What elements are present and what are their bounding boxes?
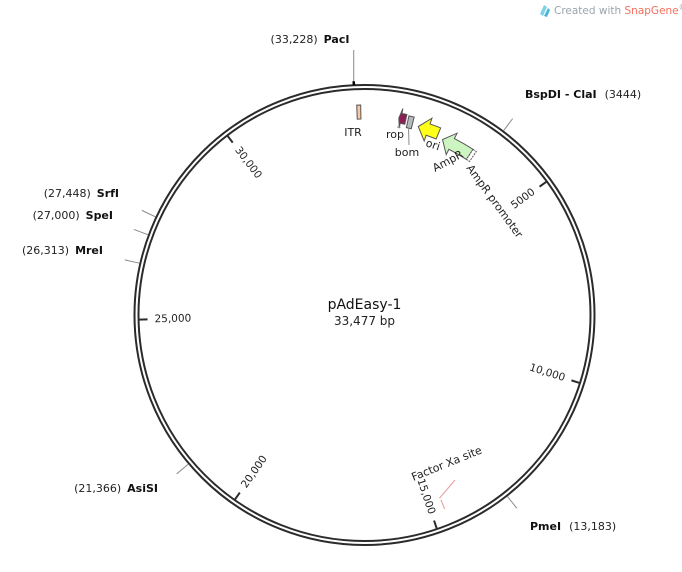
- site-leader-line: [124, 259, 140, 264]
- feature-leader-line: [438, 479, 456, 499]
- site-name: MreI: [75, 244, 103, 257]
- feature-label: rop: [386, 128, 404, 141]
- site-label: (27,000) SpeI: [33, 209, 113, 222]
- credit-brand: SnapGene: [625, 5, 679, 17]
- tick-mark: [538, 180, 548, 188]
- site-label: (26,313) MreI: [22, 244, 103, 257]
- site-leader-line: [133, 228, 149, 236]
- site-name: AsiSI: [127, 482, 158, 495]
- feature-shape: [465, 148, 477, 163]
- site-name: PmeI: [530, 520, 561, 533]
- svg-text:Created with SnapGene®: Created with SnapGene®: [554, 3, 682, 17]
- feature-shape: [405, 115, 415, 130]
- snapgene-credit: Created with SnapGene®: [540, 3, 682, 17]
- site-label: BspDI - ClaI (3444): [525, 88, 641, 101]
- site-paci[interactable]: (33,228) PacI: [271, 33, 356, 86]
- feature-shape: [441, 132, 474, 161]
- site-position: (27,448): [44, 187, 91, 200]
- site-position: (13,183): [569, 520, 616, 533]
- tick-label: 15,000: [414, 477, 437, 516]
- tick-label: 10,000: [528, 361, 567, 384]
- feature-label: Factor Xa site: [410, 444, 484, 484]
- feature-itr[interactable]: ITR: [344, 104, 362, 139]
- restriction-sites: (33,228) PacI BspDI - ClaI (3444) PmeI (13,18…: [22, 33, 641, 533]
- site-mrei[interactable]: (26,313) MreI: [22, 244, 140, 264]
- site-bspdi-clai[interactable]: BspDI - ClaI (3444): [503, 88, 642, 131]
- tick-mark: [226, 134, 234, 144]
- feature-label: ori: [424, 136, 442, 153]
- site-leader-line: [176, 463, 189, 475]
- site-position: (33,228): [271, 33, 318, 46]
- site-label: (21,366) AsiSI: [74, 482, 158, 495]
- site-asisi[interactable]: (21,366) AsiSI: [74, 463, 189, 495]
- credit-registered: ®: [679, 3, 682, 12]
- site-spei[interactable]: (27,000) SpeI: [33, 209, 149, 236]
- feature-shape: [398, 108, 408, 129]
- site-name: PacI: [324, 33, 350, 46]
- site-position: (27,000): [33, 209, 80, 222]
- site-srfi[interactable]: (27,448) SrfI: [44, 187, 156, 218]
- feature-leader-line: [440, 499, 446, 510]
- tick-mark: [233, 492, 241, 501]
- site-leader-line: [503, 118, 514, 131]
- site-position: (3444): [605, 88, 642, 101]
- feature-rop[interactable]: rop: [386, 108, 408, 141]
- tick-label: 30,000: [232, 145, 264, 181]
- site-pmei[interactable]: PmeI (13,183): [507, 496, 616, 533]
- tick-label: 5000: [509, 186, 538, 211]
- site-label: (27,448) SrfI: [44, 187, 119, 200]
- credit-prefix: Created with: [554, 5, 625, 17]
- plasmid-name: pAdEasy-1: [328, 297, 402, 313]
- site-position: (26,313): [22, 244, 69, 257]
- site-name: SrfI: [97, 187, 119, 200]
- site-leader-line: [507, 496, 518, 509]
- site-leader-line: [141, 209, 156, 218]
- feature-label: bom: [395, 146, 419, 159]
- coordinate-ticks: 5000 10,000 15,000 20,000 25,000 30,000: [138, 134, 581, 530]
- feature-shape: [356, 104, 362, 120]
- tick-mark: [571, 379, 581, 385]
- site-name: SpeI: [86, 209, 113, 222]
- tick-label: 20,000: [239, 453, 270, 490]
- feature-ori[interactable]: ori: [417, 117, 442, 153]
- feature-shape: [417, 117, 442, 143]
- site-position: (21,366): [74, 482, 121, 495]
- site-label: PmeI (13,183): [530, 520, 616, 533]
- plasmid-length: 33,477 bp: [334, 314, 395, 328]
- tick-label: 25,000: [154, 313, 191, 326]
- plasmid-backbone: [133, 84, 596, 546]
- site-name: BspDI - ClaI: [525, 88, 597, 101]
- snapgene-logo-icon: [540, 5, 550, 17]
- tick-mark: [433, 520, 438, 530]
- feature-label: ITR: [344, 126, 362, 139]
- site-label: (33,228) PacI: [271, 33, 350, 46]
- feature-bom[interactable]: bom: [395, 115, 419, 159]
